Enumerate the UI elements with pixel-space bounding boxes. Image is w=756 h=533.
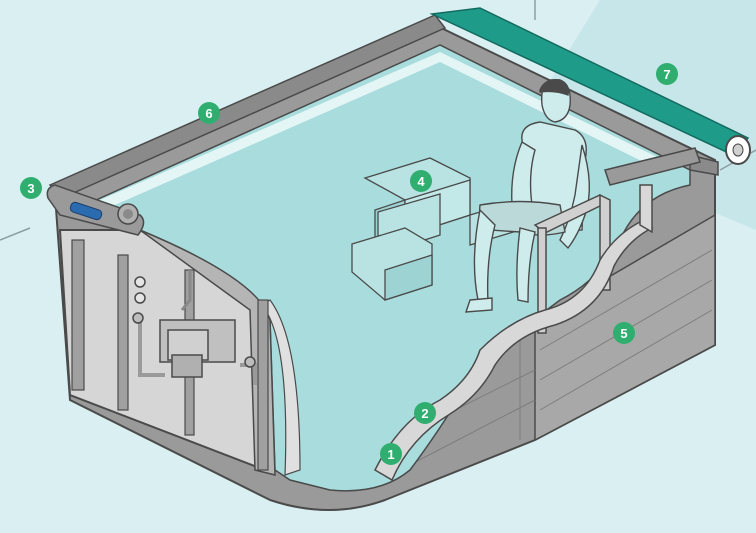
- bay-curve-wall: [139, 229, 276, 476]
- callout-7: 7: [656, 63, 678, 85]
- callout-5: 5: [613, 322, 635, 344]
- cover-roll: [429, 7, 750, 157]
- callout-1-badge: [380, 443, 402, 465]
- water-edge-highlight: [100, 52, 680, 205]
- callout-4-badge: [410, 170, 432, 192]
- rim-corner-right: [604, 147, 701, 186]
- callout-1: 1: [380, 443, 402, 465]
- callout-5-number: 5: [620, 326, 627, 341]
- front-panel-edge: [261, 299, 301, 476]
- callout-3-badge: [20, 177, 42, 199]
- callout-2-badge: [414, 402, 436, 424]
- callout-1-number: 1: [387, 447, 394, 462]
- bench-post: [639, 184, 653, 234]
- cover-roller-axle: [732, 143, 744, 157]
- callout-3-number: 3: [27, 181, 34, 196]
- pump-equipment: [132, 270, 257, 385]
- callout-7-number: 7: [663, 67, 670, 82]
- callout-4: 4: [410, 170, 432, 192]
- callout-2-number: 2: [421, 406, 428, 421]
- bather: [465, 79, 591, 313]
- floor-line-left: [0, 227, 31, 241]
- control-display: [69, 201, 103, 221]
- filter-cap-center: [123, 209, 133, 219]
- callout-6-badge: [198, 102, 220, 124]
- callout-3: 3: [20, 177, 42, 199]
- callout-4-number: 4: [417, 174, 425, 189]
- callout-6-number: 6: [205, 106, 212, 121]
- callout-2: 2: [414, 402, 436, 424]
- callout-7-badge: [656, 63, 678, 85]
- callout-5-badge: [613, 322, 635, 344]
- callouts: 1 2 3 4 5 6 7: [20, 63, 678, 465]
- callout-6: 6: [198, 102, 220, 124]
